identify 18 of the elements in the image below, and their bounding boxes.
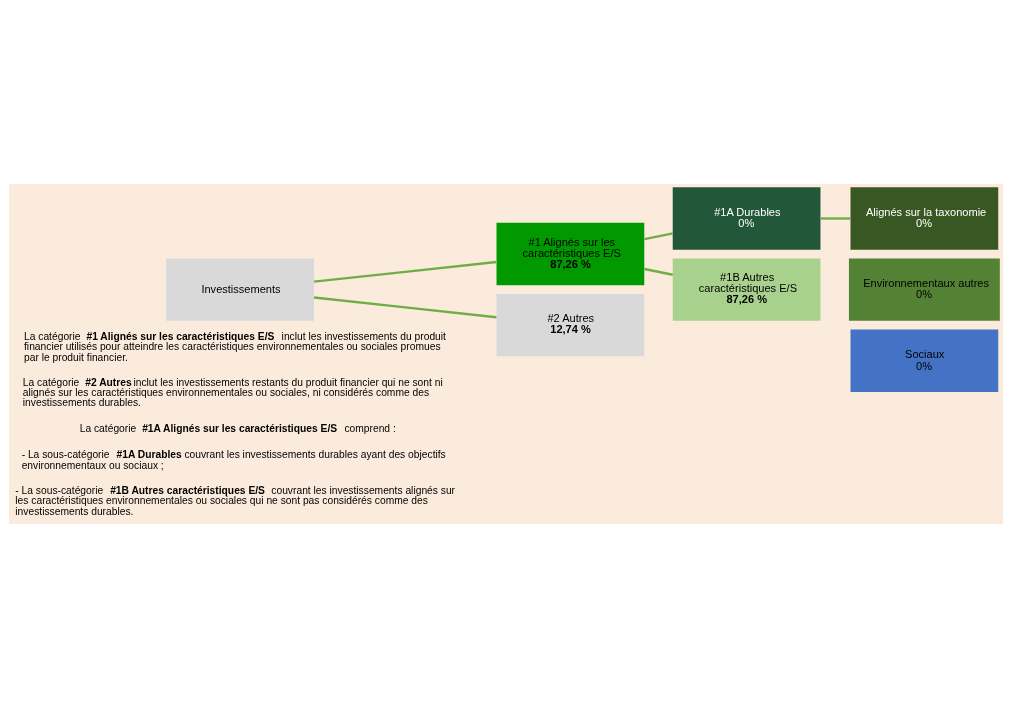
connector (643, 267, 673, 276)
label: - La sous-catégorie #1B Autres caractéristiques E/S couvrant les investissements alignés sur les caractéristiques environnementales ou sociales qui ne sont pas considérés comme des investissements durables. (14, 485, 455, 517)
connector (643, 232, 673, 241)
node-box: Environnementaux autres 0% (848, 258, 1000, 321)
node-box: Alignés sur la taxonomie 0% (850, 187, 998, 250)
node-box: Sociaux 0% (850, 329, 998, 392)
node-box: #1 Alignés sur les caractéristiques E/S 87,26 % (496, 222, 644, 286)
label: La catégorie #1A Alignés sur les caractéristiques E/S comprend : (79, 423, 396, 435)
connector (313, 296, 496, 319)
connector (313, 260, 496, 283)
node-box: #2 Autres 12,74 % (496, 293, 644, 357)
node-box: #1B Autres caractéristiques E/S 87,26 % (672, 258, 820, 321)
label: La catégorie #1 Alignés sur les caractéristiques E/S inclut les investissements du produit financier utilisés pour atteindre les caractéristiques environnementales ou sociales promues par le produit financier. (23, 331, 446, 363)
label: - La sous-catégorie #1A Durables couvrant les investissements durables ayant des objectifs environnementaux ou sociaux ; (21, 449, 446, 471)
node-box: Investissements (165, 258, 314, 321)
label: La catégorie #2 Autres inclut les investissements restants du produit financier qui ne sont ni alignés sur les caractéristiques environnementales ou sociales, ni considérés comme des investissements durables. (22, 376, 443, 409)
node-box: #1A Durables 0% (672, 187, 820, 250)
connector (820, 217, 850, 220)
